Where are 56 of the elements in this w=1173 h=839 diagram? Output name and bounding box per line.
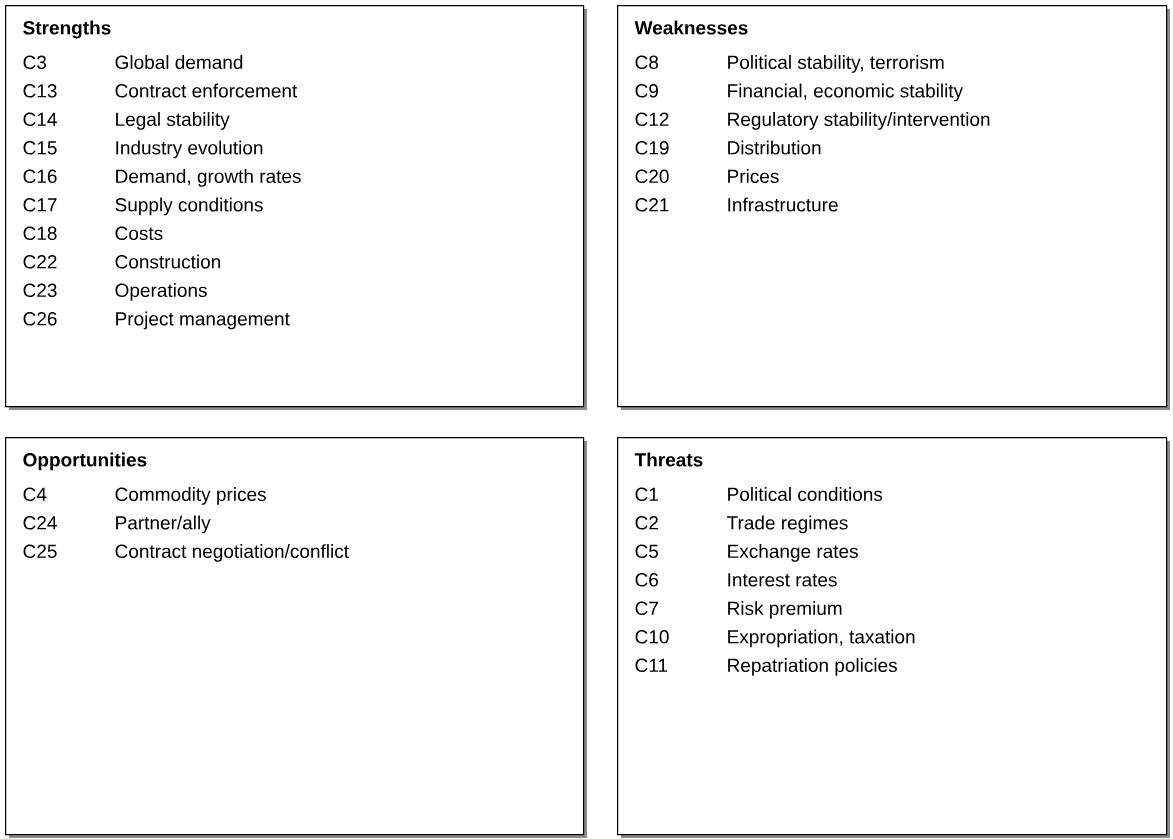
factor-code: C8 xyxy=(635,55,659,70)
factor-label: Interest rates xyxy=(728,573,837,587)
factor-label: Commodity prices xyxy=(115,487,266,505)
factor-code: C5 xyxy=(635,544,659,559)
factor-code: C26 xyxy=(23,312,57,326)
factor-code: C24 xyxy=(23,516,57,530)
heading: Weaknesses xyxy=(634,20,748,35)
factor-code: C14 xyxy=(23,112,57,127)
factor-code: C19 xyxy=(635,141,669,155)
factor-label: Regulatory stability/intervention xyxy=(728,112,990,130)
factor-code: C25 xyxy=(23,544,57,559)
factor-code: C17 xyxy=(23,198,57,212)
factor-code: C22 xyxy=(23,255,57,269)
factor-code: C20 xyxy=(635,169,669,184)
factor-label: Construction xyxy=(115,254,220,269)
factor-label: Infrastructure xyxy=(728,197,838,212)
factor-code: C23 xyxy=(23,283,57,298)
factor-code: C12 xyxy=(635,112,669,127)
factor-label: Partner/ally xyxy=(116,515,211,534)
factor-code: C7 xyxy=(635,601,658,616)
factor-label: Financial, economic stability xyxy=(728,83,964,102)
factor-code: C15 xyxy=(23,141,57,155)
factor-label: Political conditions xyxy=(728,487,883,502)
factor-code: C21 xyxy=(635,198,669,212)
heading: Opportunities xyxy=(23,452,147,471)
factor-code: C9 xyxy=(635,84,658,98)
factor-label: Exchange rates xyxy=(728,544,858,562)
factor-code: C6 xyxy=(635,573,659,587)
factor-label: Distribution xyxy=(728,140,821,155)
factor-label: Contract enforcement xyxy=(115,83,298,98)
heading: Threats xyxy=(634,452,703,467)
factor-code: C2 xyxy=(635,516,658,530)
factor-code: C10 xyxy=(635,630,669,644)
factor-code: C13 xyxy=(23,84,57,98)
factor-label: Industry evolution xyxy=(116,140,263,159)
factor-label: Contract negotiation/conflict xyxy=(115,544,349,562)
factor-label: Global demand xyxy=(115,55,243,70)
factor-code: C11 xyxy=(635,658,668,673)
factor-label: Repatriation policies xyxy=(728,658,897,676)
factor-label: Project management xyxy=(116,311,290,330)
factor-label: Demand, growth rates xyxy=(116,169,301,187)
factor-label: Operations xyxy=(115,283,207,301)
factor-label: Legal stability xyxy=(116,112,230,130)
factor-code: C16 xyxy=(23,169,57,184)
factor-label: Costs xyxy=(115,226,163,241)
factor-label: Political stability, terrorism xyxy=(728,55,944,73)
factor-label: Trade regimes xyxy=(727,515,848,534)
factor-label: Prices xyxy=(728,169,779,184)
factor-code: C18 xyxy=(23,226,57,241)
factor-code: C3 xyxy=(23,55,47,70)
factor-code: C1 xyxy=(635,487,658,502)
factor-label: Expropriation, taxation xyxy=(728,629,915,648)
factor-label: Risk premium xyxy=(728,601,842,619)
heading: Strengths xyxy=(23,20,111,39)
factor-code: C4 xyxy=(23,487,47,502)
factor-label: Supply conditions xyxy=(115,197,263,216)
